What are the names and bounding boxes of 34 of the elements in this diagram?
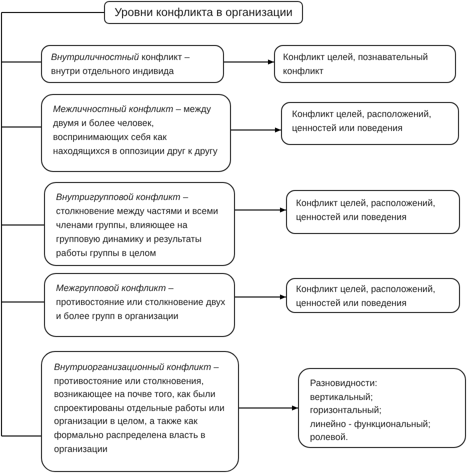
rounded-box — [41, 351, 239, 472]
node-text: вертикальный; — [310, 390, 374, 404]
arrow — [238, 406, 298, 410]
node-text: Внутриорганизационный конфликт – противостояние или столкновения, возникающее на почве того, как были спроектированы отдельные работы или организации в целом, а также как формально распределена власть в организации — [54, 361, 226, 456]
node-text: Межличностный конфликт – между двумя и более человек, воспринимающих себя как находящихся в оппозиции друг к другу — [53, 103, 218, 158]
arrow — [234, 208, 286, 212]
heading-box — [104, 1, 303, 24]
node-text: Конфликт целей, расположений, ценностей или поведения — [296, 283, 436, 310]
rounded-box — [281, 102, 459, 145]
rounded-box — [286, 190, 460, 234]
arrow — [224, 60, 274, 64]
rounded-box — [298, 368, 466, 448]
heading-text: Уровни конфликта в организации — [114, 6, 293, 20]
node-text: Конфликт целей, познавательный конфликт — [283, 51, 429, 78]
node-text: Конфликт целей, расположений, ценностей или поведения — [292, 108, 432, 135]
rounded-box — [44, 182, 235, 266]
connector-line — [1, 12, 104, 436]
node-text: горизонтальный; — [310, 404, 383, 417]
node-text: Межгрупповой конфликт – противостояние или столкновение двух и более групп в организации — [56, 282, 226, 323]
rounded-box — [41, 45, 224, 83]
node-text: Внутригрупповой конфликт – столкновение между частями и всеми членами группы, влияющее на групповую динамику и результаты работы группы в целом — [56, 191, 220, 260]
rounded-box — [286, 278, 460, 313]
node-text: линейно - функциональный; — [310, 418, 432, 431]
node-text: ролевой. — [310, 431, 350, 444]
rounded-box — [274, 45, 456, 83]
node-text: Конфликт целей, расположений, ценностей или поведения — [296, 197, 436, 224]
arrow — [230, 128, 282, 132]
node-text: Внутриличностный конфликт – внутри отдельного индивида — [51, 51, 191, 78]
connector-line — [1, 224, 44, 226]
rounded-box — [44, 273, 235, 337]
node-text: Разновидности: — [310, 377, 378, 390]
rounded-box — [41, 94, 231, 172]
connector-line — [1, 126, 42, 128]
arrow — [234, 294, 286, 300]
